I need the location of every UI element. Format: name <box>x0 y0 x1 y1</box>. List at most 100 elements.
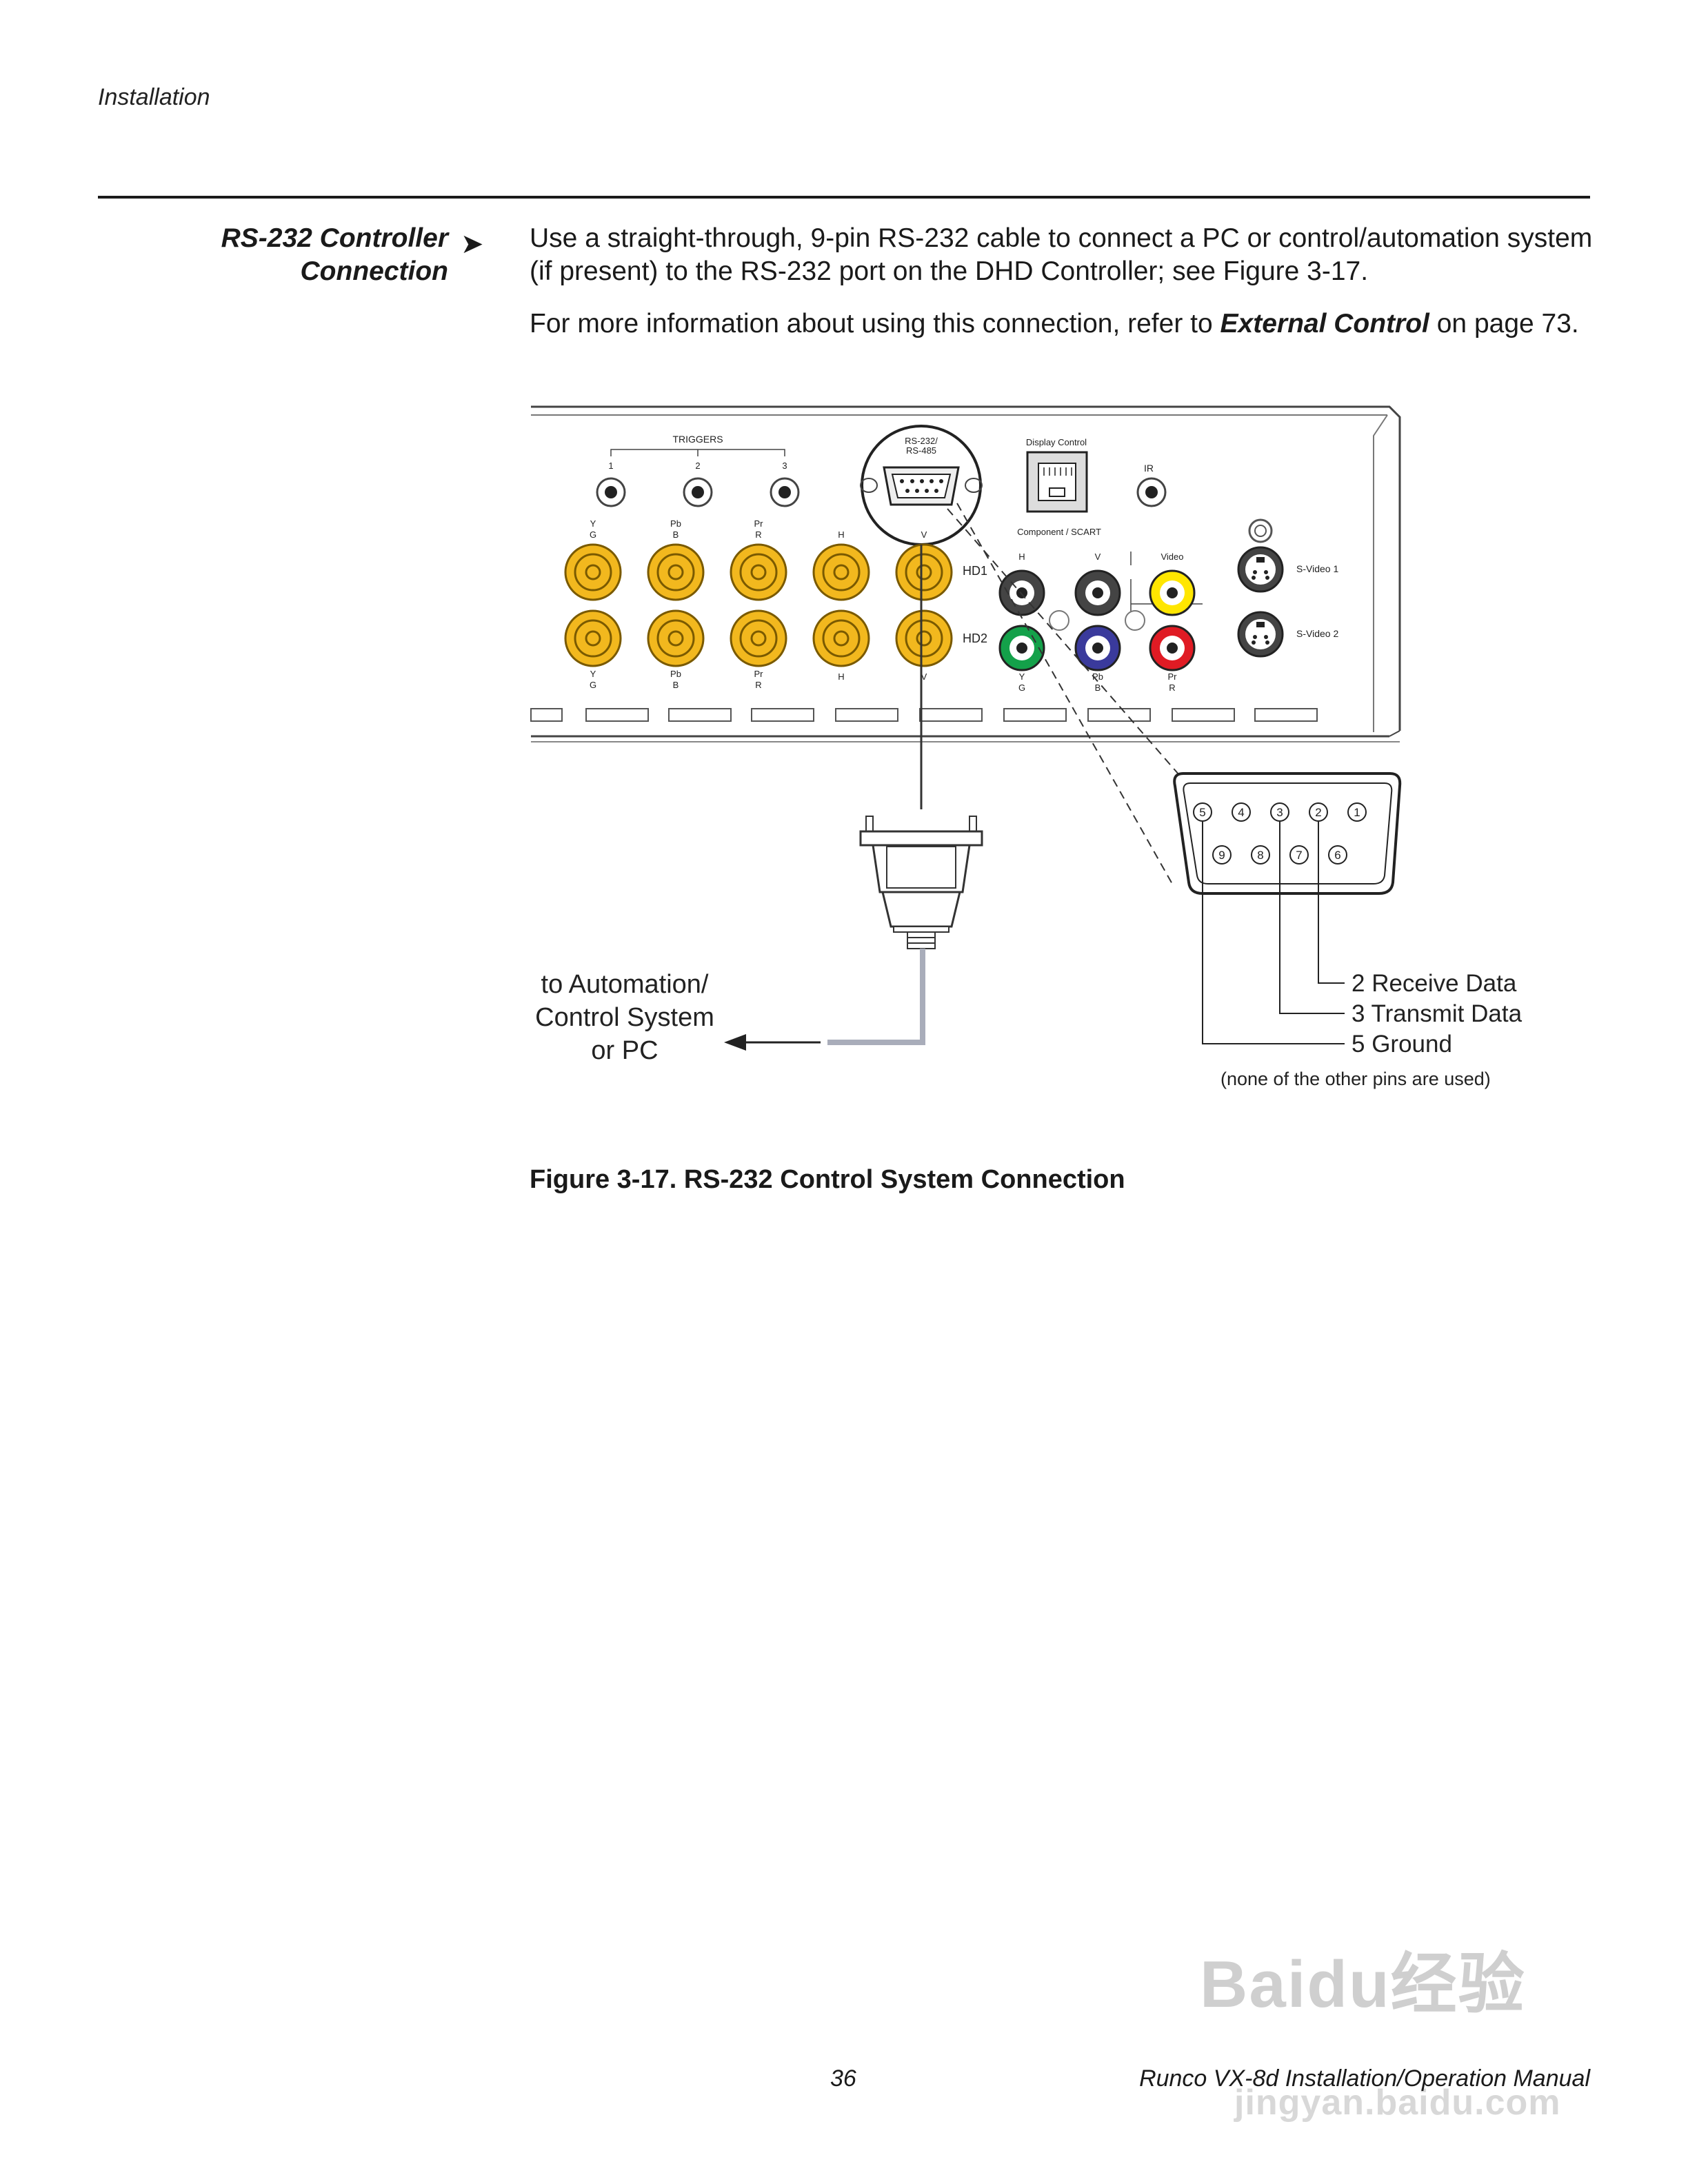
rs232-connection-figure: TRIGGERS 1 2 3 RS-232/ RS-485 Display Co… <box>524 400 1523 1131</box>
baidu-watermark-logo: Baidu经验 <box>1200 1948 1526 2021</box>
svg-text:Control System: Control System <box>535 1003 714 1032</box>
bnc-connector <box>895 543 953 601</box>
svg-text:to Automation/: to Automation/ <box>541 970 709 999</box>
svg-text:H: H <box>838 529 844 540</box>
rca-jack-blue <box>1074 625 1121 671</box>
svideo2-label: S-Video 2 <box>1296 628 1338 639</box>
body-paragraph-1: Use a straight-through, 9-pin RS-232 cab… <box>530 223 1593 286</box>
svg-text:V: V <box>921 529 927 540</box>
svg-text:G: G <box>590 680 596 690</box>
ir-jack: IR <box>1136 463 1167 507</box>
svg-text:V: V <box>921 671 927 682</box>
rca-jack-green <box>998 625 1045 671</box>
destination-label: to Automation/ Control System or PC <box>535 970 714 1065</box>
hd1-label: HD1 <box>963 564 987 578</box>
bnc-connector <box>895 609 953 667</box>
svg-text:Pb: Pb <box>670 518 681 529</box>
svg-text:Pr: Pr <box>754 669 764 679</box>
trigger-number: 1 <box>608 461 613 471</box>
hd2-label: HD2 <box>963 631 987 645</box>
rs485-label: RS-485 <box>906 445 936 456</box>
header-rule <box>98 196 1590 199</box>
svg-text:G: G <box>590 529 596 540</box>
pin-number: 1 <box>1354 806 1360 819</box>
svideo-jack <box>1237 546 1284 593</box>
pin-number: 9 <box>1218 849 1225 862</box>
bnc-connector <box>647 543 705 601</box>
rca-top-label: H <box>1018 552 1025 562</box>
svg-text:Y: Y <box>590 669 596 679</box>
svg-text:Y: Y <box>1019 671 1025 682</box>
pin-leader-lines <box>1202 822 1345 1044</box>
pin-number: 6 <box>1334 849 1340 862</box>
db9-plug <box>859 816 983 949</box>
svg-text:G: G <box>1018 682 1025 693</box>
running-header: Installation <box>98 84 210 110</box>
bnc-connector <box>647 609 705 667</box>
controller-rear-panel <box>530 405 1401 742</box>
pin-label-receive: 2 Receive Data <box>1352 970 1517 997</box>
svg-text:R: R <box>755 680 761 690</box>
svg-text:Pr: Pr <box>1168 671 1178 682</box>
component-scart-label: Component / SCART <box>1017 527 1101 537</box>
page-number: 36 <box>830 2065 856 2092</box>
svg-text:R: R <box>1169 682 1175 693</box>
svideo-jack <box>1237 611 1284 658</box>
bnc-bottom-labels: Y G Pb B Pr R H V <box>590 669 927 690</box>
section-arrow-icon: ➤ <box>461 229 484 259</box>
trigger-number: 2 <box>695 461 700 471</box>
trigger-jack <box>770 477 800 507</box>
svg-text:or PC: or PC <box>591 1036 658 1065</box>
left-arrow-icon <box>724 1034 746 1051</box>
bnc-connector <box>812 609 870 667</box>
pin-number: 2 <box>1315 806 1321 819</box>
manual-title: Runco VX-8d Installation/Operation Manua… <box>1139 2065 1590 2092</box>
svg-text:Y: Y <box>590 518 596 529</box>
trigger-jack <box>596 477 626 507</box>
rca-jack-black <box>1074 569 1121 616</box>
pin-label-ground: 5 Ground <box>1352 1031 1452 1058</box>
external-control-reference: External Control <box>1220 309 1429 338</box>
rca-bottom-labels: Y G Pb B Pr R <box>1018 671 1177 693</box>
bnc-connectors <box>564 543 953 667</box>
pin-label-transmit: 3 Transmit Data <box>1352 1000 1523 1027</box>
triggers-label: TRIGGERS <box>672 434 723 445</box>
db9-pinout-diagram: 5 4 3 2 1 9 8 7 6 2 Receive Data 3 Trans… <box>1173 772 1523 1089</box>
serial-cable <box>827 949 925 1045</box>
panel-label-strip <box>530 708 1318 722</box>
callout-dashed-lines <box>947 503 1180 884</box>
para2-text-post: on page 73. <box>1429 309 1579 338</box>
body-paragraph-2: For more information about using this co… <box>530 307 1605 341</box>
rca-jack-yellow <box>1149 569 1196 616</box>
ir-label: IR <box>1144 463 1154 474</box>
pin-number: 3 <box>1276 806 1283 819</box>
svg-text:B: B <box>673 680 679 690</box>
section-title-line1: RS-232 Controller <box>221 223 448 253</box>
figure-caption: Figure 3-17. RS-232 Control System Conne… <box>530 1165 1125 1194</box>
bnc-connector <box>730 543 787 601</box>
trigger-number: 3 <box>782 461 787 471</box>
pin-number: 4 <box>1238 806 1244 819</box>
pin-row-top: 5 4 3 2 1 <box>1193 802 1367 822</box>
svg-text:R: R <box>755 529 761 540</box>
svg-text:Pb: Pb <box>670 669 681 679</box>
bnc-connector <box>812 543 870 601</box>
bnc-connector <box>564 543 622 601</box>
svg-text:B: B <box>673 529 679 540</box>
svg-text:B: B <box>1095 682 1101 693</box>
pin-note: (none of the other pins are used) <box>1220 1069 1491 1089</box>
rca-jack-red <box>1149 625 1196 671</box>
triggers-group: TRIGGERS 1 2 3 <box>596 434 800 507</box>
bnc-top-labels: Y G Pb B Pr R H V <box>590 518 927 540</box>
rca-top-label: V <box>1095 552 1101 562</box>
pin-row-bottom: 9 8 7 6 <box>1212 845 1347 865</box>
pin-number: 8 <box>1257 849 1263 862</box>
baidu-watermark-url: jingyan.baidu.com <box>1234 2083 1561 2123</box>
svg-text:Pr: Pr <box>754 518 764 529</box>
pin-number: 5 <box>1199 806 1205 819</box>
rca-connectors <box>998 569 1196 671</box>
rs232-port: RS-232/ RS-485 <box>860 425 983 546</box>
display-control-port: Display Control <box>1026 437 1088 513</box>
trigger-jack <box>683 477 713 507</box>
rs232-label: RS-232/ <box>905 436 938 446</box>
